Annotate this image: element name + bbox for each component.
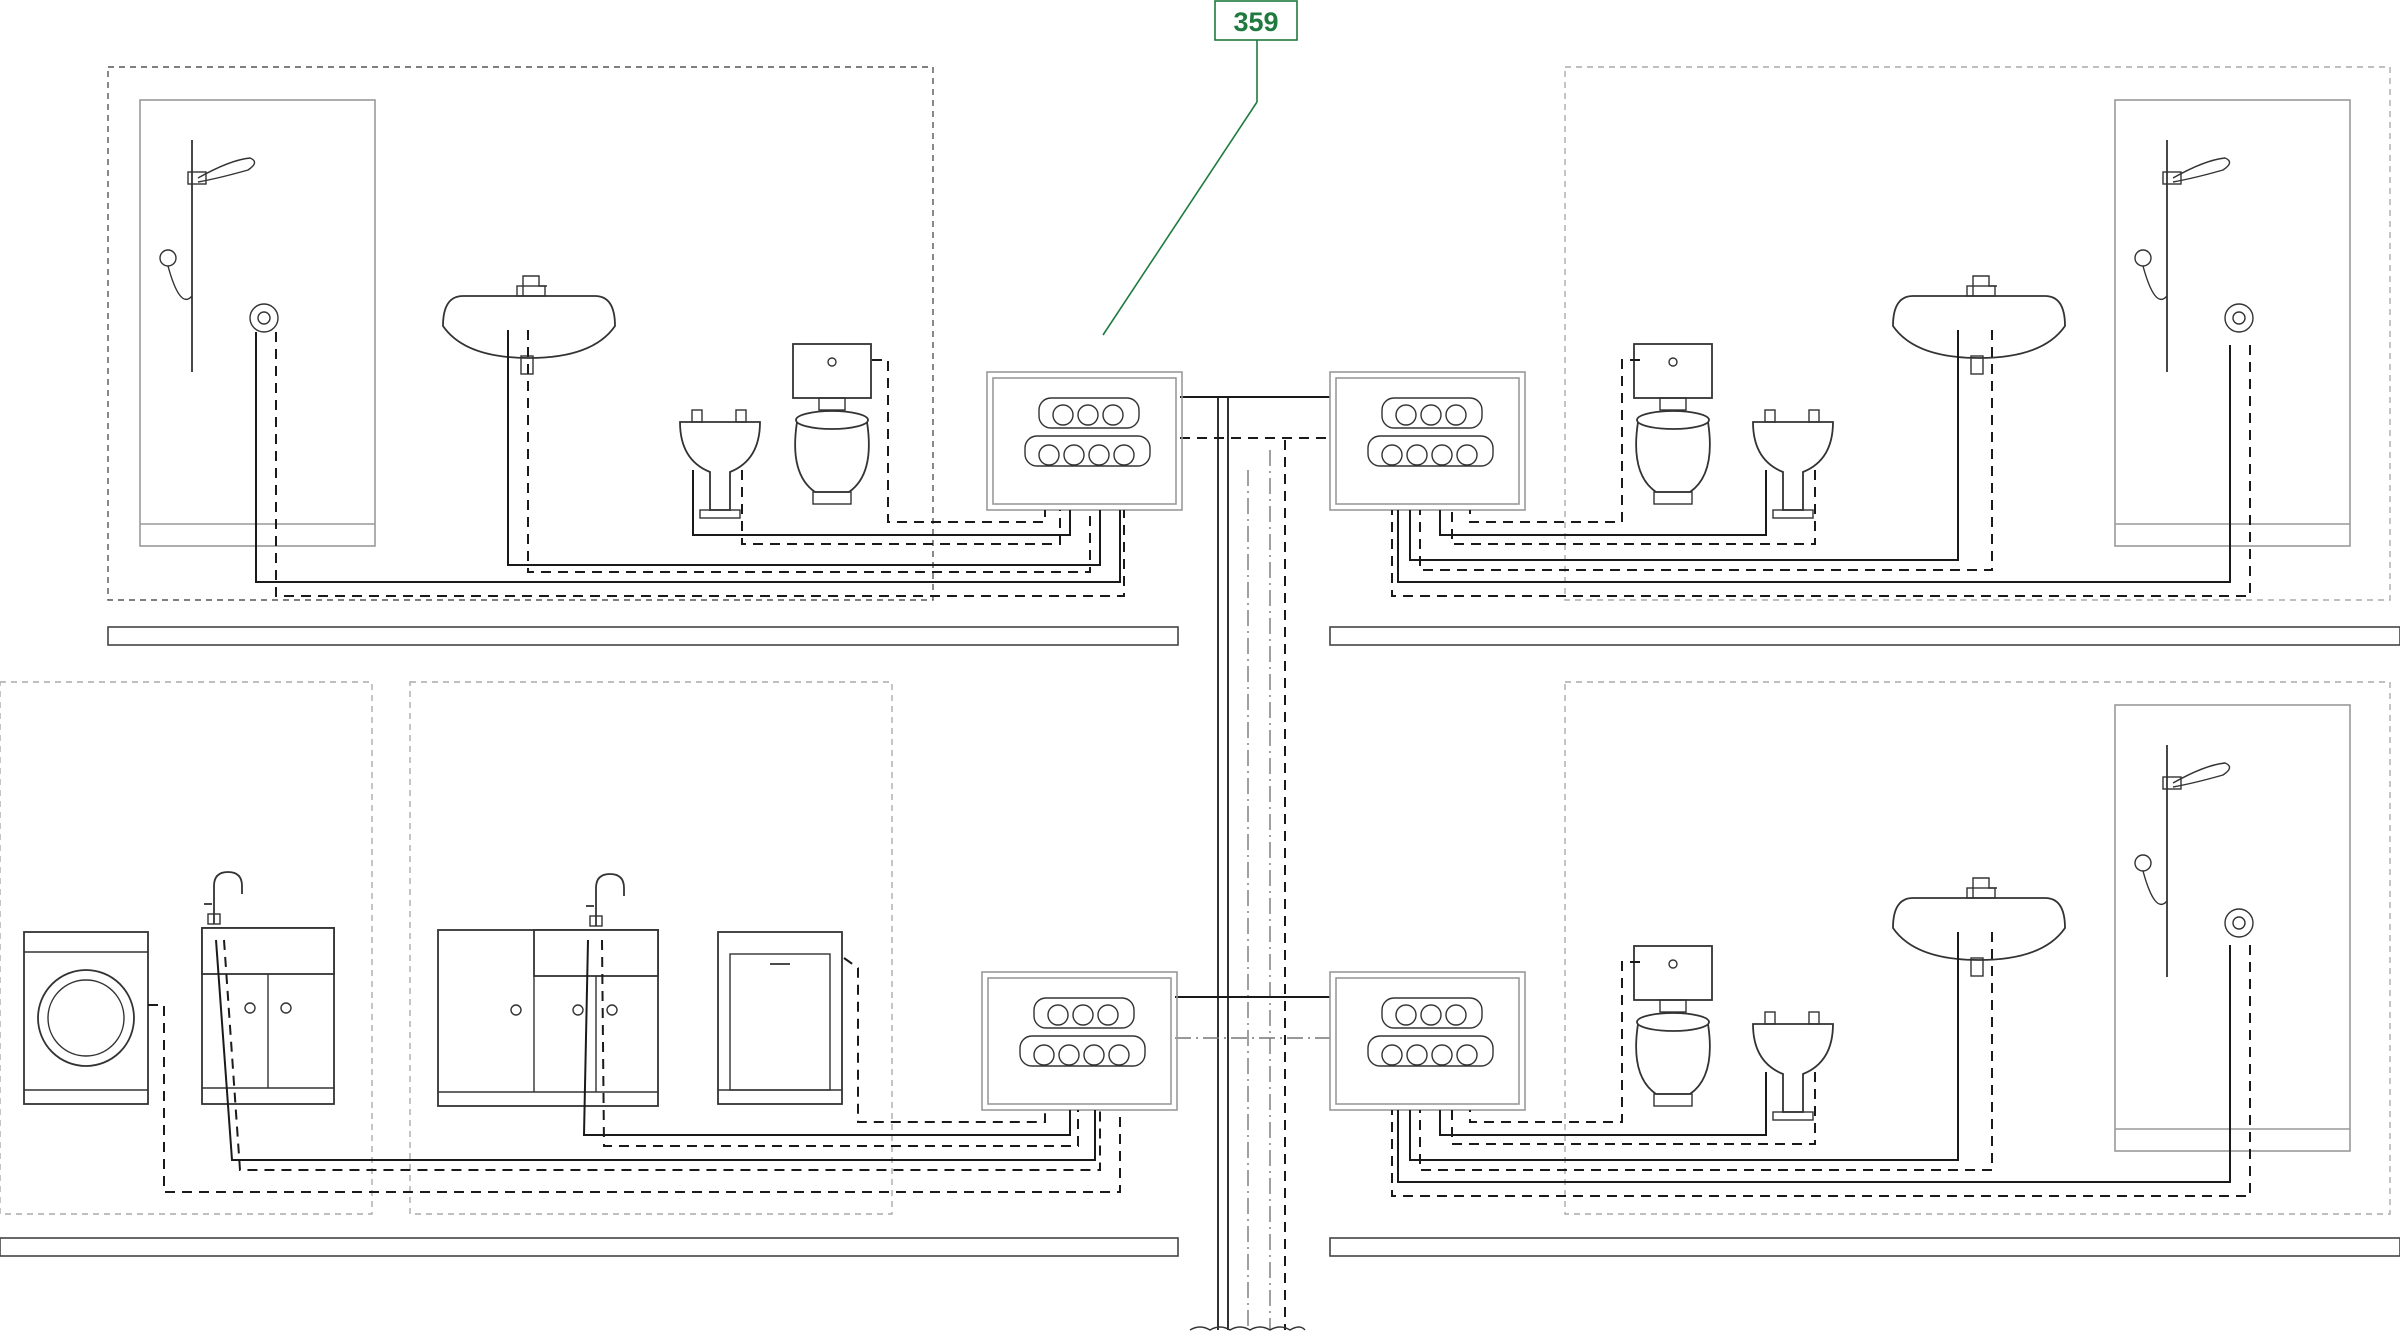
callout-359: 359 bbox=[1102, 0, 1298, 336]
callout-label: 359 bbox=[1233, 7, 1278, 37]
manifold-box-icon bbox=[981, 971, 1178, 1111]
wc-icon bbox=[1633, 945, 1713, 1107]
dishwasher-icon bbox=[717, 931, 843, 1105]
laundry-outline bbox=[0, 681, 373, 1215]
washbasin-icon bbox=[442, 275, 616, 375]
shower-icon bbox=[2114, 99, 2351, 547]
floor-slab-upper-right bbox=[1329, 626, 2400, 646]
bathroom-top-right bbox=[1391, 99, 2351, 597]
washbasin-icon bbox=[1892, 275, 2066, 375]
manifold-box-icon bbox=[986, 371, 1183, 511]
faucet-icon bbox=[203, 871, 243, 925]
floor-slab-lower-right bbox=[1329, 1237, 2400, 1257]
manifold-box-icon bbox=[1329, 371, 1526, 511]
bathroom-bottom-right bbox=[1391, 704, 2351, 1197]
wc-icon bbox=[792, 343, 872, 505]
shower-icon bbox=[139, 99, 376, 547]
bathroom-bottom-right-outline bbox=[1564, 681, 2391, 1215]
bathroom-top-left-outline bbox=[107, 66, 934, 601]
kitchen bbox=[437, 873, 1079, 1147]
kitchen-outline bbox=[409, 681, 893, 1215]
kitchen-sink-icon bbox=[585, 873, 625, 927]
laundry-room bbox=[23, 871, 1121, 1193]
manifold-box-icon bbox=[1329, 971, 1526, 1111]
floor-slab-lower-left bbox=[0, 1237, 1179, 1257]
callout-box bbox=[1214, 0, 1298, 41]
washbasin-icon bbox=[1892, 877, 2066, 977]
bathroom-top-left bbox=[139, 99, 1125, 597]
shower-icon bbox=[2114, 704, 2351, 1152]
washing-machine-icon bbox=[23, 931, 149, 1105]
wc-icon bbox=[1633, 343, 1713, 505]
floor-slab-upper-left bbox=[107, 626, 1179, 646]
bathroom-top-right-outline bbox=[1564, 66, 2391, 601]
vertical-risers bbox=[1175, 396, 1330, 1331]
